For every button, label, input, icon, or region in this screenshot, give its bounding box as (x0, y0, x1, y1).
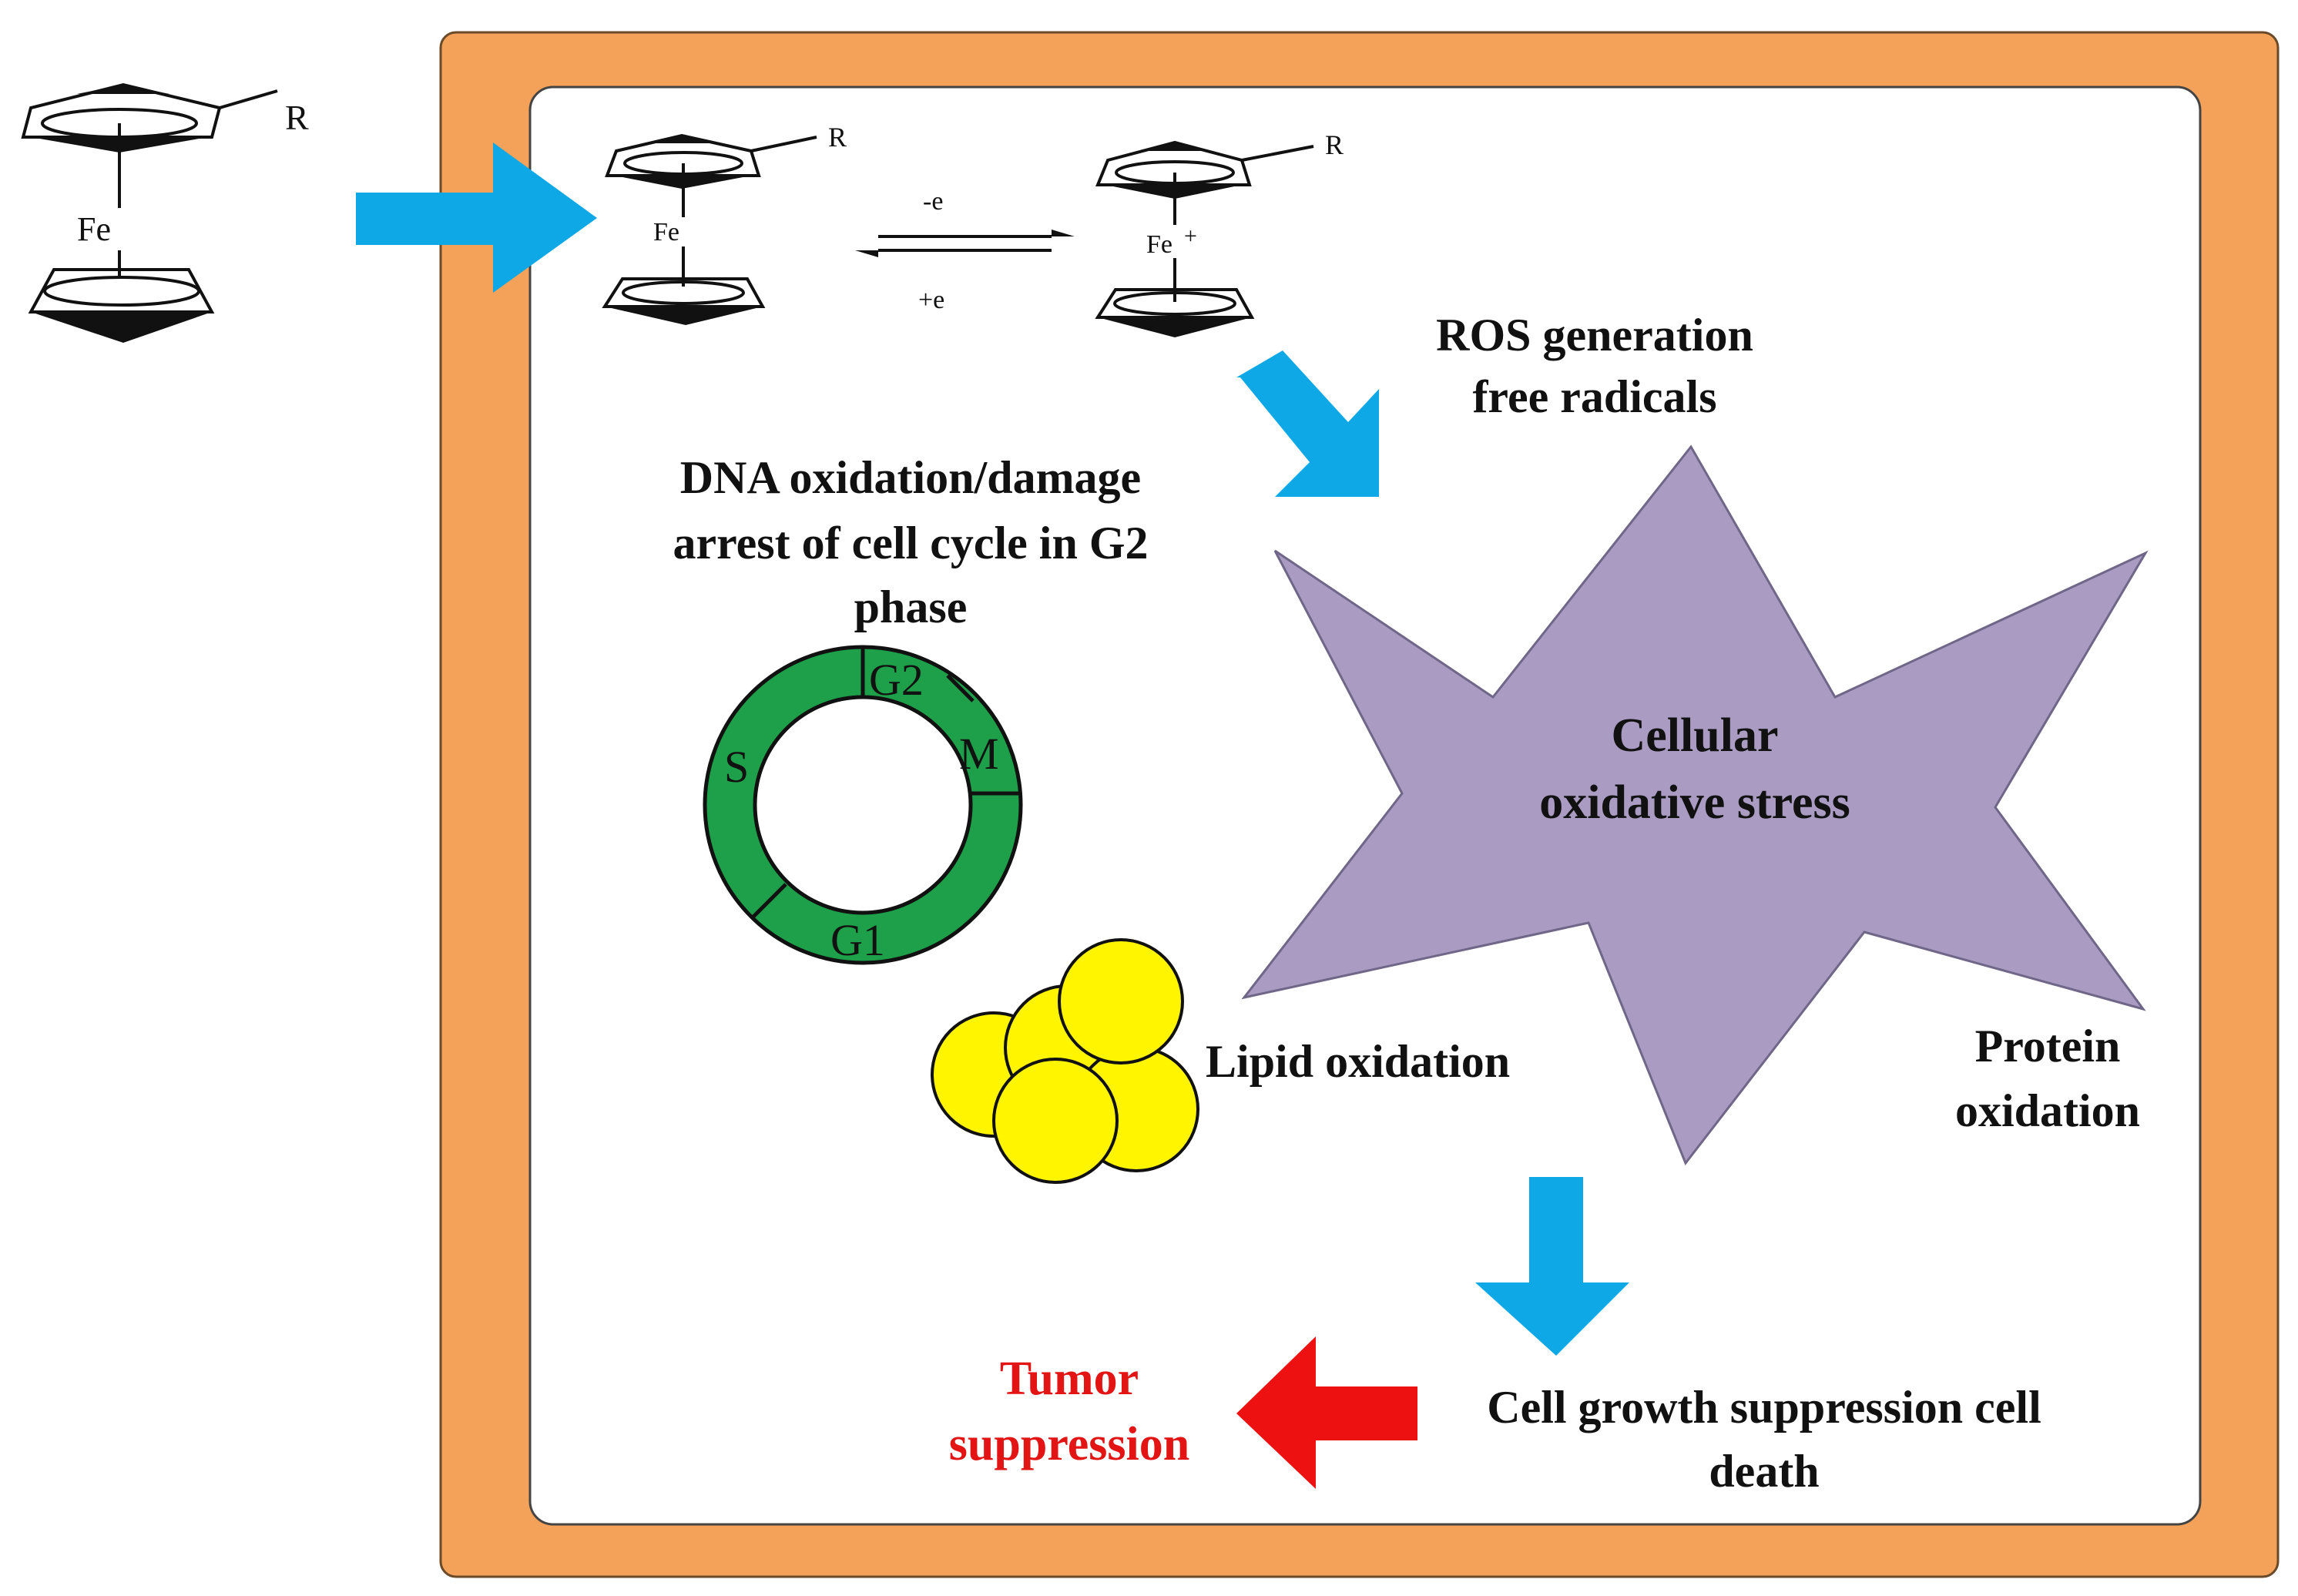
phase-s: S (724, 742, 749, 792)
stress-label-line1: Cellular (1612, 709, 1779, 762)
ferrocene-inner-neutral: R Fe (602, 122, 847, 325)
ferrocene-left-fe: Fe (77, 210, 111, 248)
protein-label-line1: Protein (1975, 1021, 2121, 1071)
dna-label-line1: DNA oxidation/damage (680, 452, 1141, 503)
dna-label-line3: phase (854, 582, 968, 632)
ferrocenium-charge: + (1184, 223, 1197, 249)
phase-m: M (959, 729, 999, 779)
ros-label-line2: free radicals (1472, 371, 1716, 422)
lipid-label: Lipid oxidation (1206, 1036, 1510, 1087)
growth-label-line1: Cell growth suppression cell (1487, 1382, 2041, 1433)
phase-g2: G2 (869, 655, 924, 705)
ferrocene-inner-fe: Fe (653, 218, 679, 246)
reduction-label: +e (918, 286, 944, 314)
dna-label-line2: arrest of cell cycle in G2 (673, 518, 1149, 568)
oxidative-stress-star (1241, 444, 2149, 1165)
cell-interior (528, 86, 2202, 1526)
ferrocene-inner-r: R (828, 122, 847, 153)
ros-arrow (1236, 350, 1379, 497)
lipid-cluster (931, 938, 1199, 1184)
ferrocenium-r: R (1325, 129, 1344, 160)
cell-cycle-ring: G2 M G1 S (703, 645, 1023, 965)
tumor-label-line1: Tumor (1000, 1353, 1139, 1405)
redox-equilibrium: -e +e (855, 187, 1075, 314)
ferrocenium-inner: R Fe + (1095, 129, 1344, 337)
stress-label-line2: oxidative stress (1539, 776, 1850, 829)
growth-arrow (1475, 1177, 1629, 1356)
tumor-label-line2: suppression (949, 1418, 1189, 1470)
ferrocene-left: R Fe (21, 82, 309, 343)
growth-label-line2: death (1709, 1446, 1819, 1497)
phase-g1: G1 (830, 915, 885, 965)
ferrocene-left-r: R (285, 98, 309, 137)
ros-label-line1: ROS generation (1436, 310, 1753, 360)
entry-arrow (356, 142, 597, 293)
tumor-arrow (1236, 1336, 1417, 1489)
ferrocenium-fe: Fe (1146, 230, 1172, 259)
protein-label-line2: oxidation (1955, 1085, 2140, 1136)
oxidation-label: -e (923, 187, 943, 216)
